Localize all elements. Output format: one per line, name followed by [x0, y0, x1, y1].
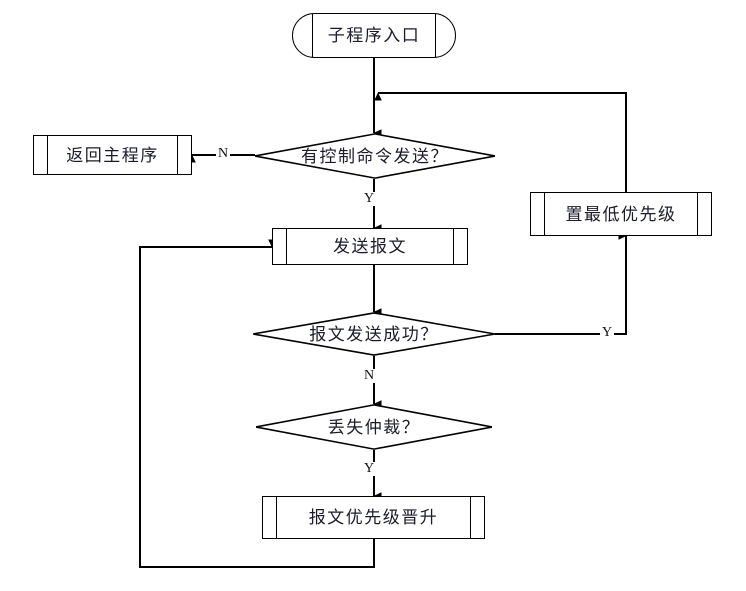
- node-has-command-label: 有控制命令发送？: [301, 146, 449, 166]
- edge-priority-back-to-trunk: [374, 92, 627, 192]
- predef-left-bar: [276, 497, 277, 538]
- node-has-command[interactable]: 有控制命令发送？: [255, 133, 495, 179]
- predef-right-bar: [470, 497, 471, 538]
- predef-right-bar: [697, 193, 698, 235]
- node-lost-arbitration-label: 丢失仲裁？: [327, 417, 421, 437]
- edge-label-lost-arbitration-yes: Y: [362, 461, 377, 476]
- node-lost-arbitration[interactable]: 丢失仲裁？: [256, 404, 492, 450]
- node-send-success[interactable]: 报文发送成功？: [253, 312, 495, 356]
- edge-label-send-success-no: N: [362, 368, 377, 383]
- predef-left-bar: [544, 193, 545, 235]
- predef-left-bar: [47, 136, 48, 174]
- predef-left-bar: [286, 229, 287, 264]
- node-start-terminal-label: 子程序入口: [327, 26, 421, 45]
- decision-outline: [253, 312, 495, 356]
- node-send-success-label: 报文发送成功？: [309, 324, 439, 344]
- node-return-main[interactable]: 返回主程序: [33, 135, 192, 175]
- terminal-left-bar: [312, 14, 313, 57]
- decision-outline: [256, 404, 492, 450]
- edge-label-has-command-yes: Y: [362, 191, 377, 206]
- node-send-message-label: 发送报文: [333, 237, 407, 256]
- node-set-lowest-priority[interactable]: 置最低优先级: [530, 192, 712, 236]
- node-set-lowest-priority-label: 置最低优先级: [565, 204, 677, 224]
- edge-label-send-success-yes: Y: [600, 325, 615, 340]
- node-priority-promote[interactable]: 报文优先级晋升: [262, 496, 485, 539]
- node-return-main-label: 返回主程序: [66, 145, 159, 165]
- decision-outline: [255, 133, 495, 179]
- node-send-message[interactable]: 发送报文: [272, 228, 468, 265]
- terminal-right-bar: [435, 14, 436, 57]
- edge-success-yes-to-priority: [495, 232, 627, 335]
- node-priority-promote-label: 报文优先级晋升: [308, 508, 439, 527]
- predef-right-bar: [177, 136, 178, 174]
- predef-right-bar: [453, 229, 454, 264]
- edge-promote-feedback-to-send: [139, 239, 375, 568]
- edge-label-has-command-no: N: [216, 146, 231, 161]
- node-start-terminal[interactable]: 子程序入口: [292, 13, 456, 58]
